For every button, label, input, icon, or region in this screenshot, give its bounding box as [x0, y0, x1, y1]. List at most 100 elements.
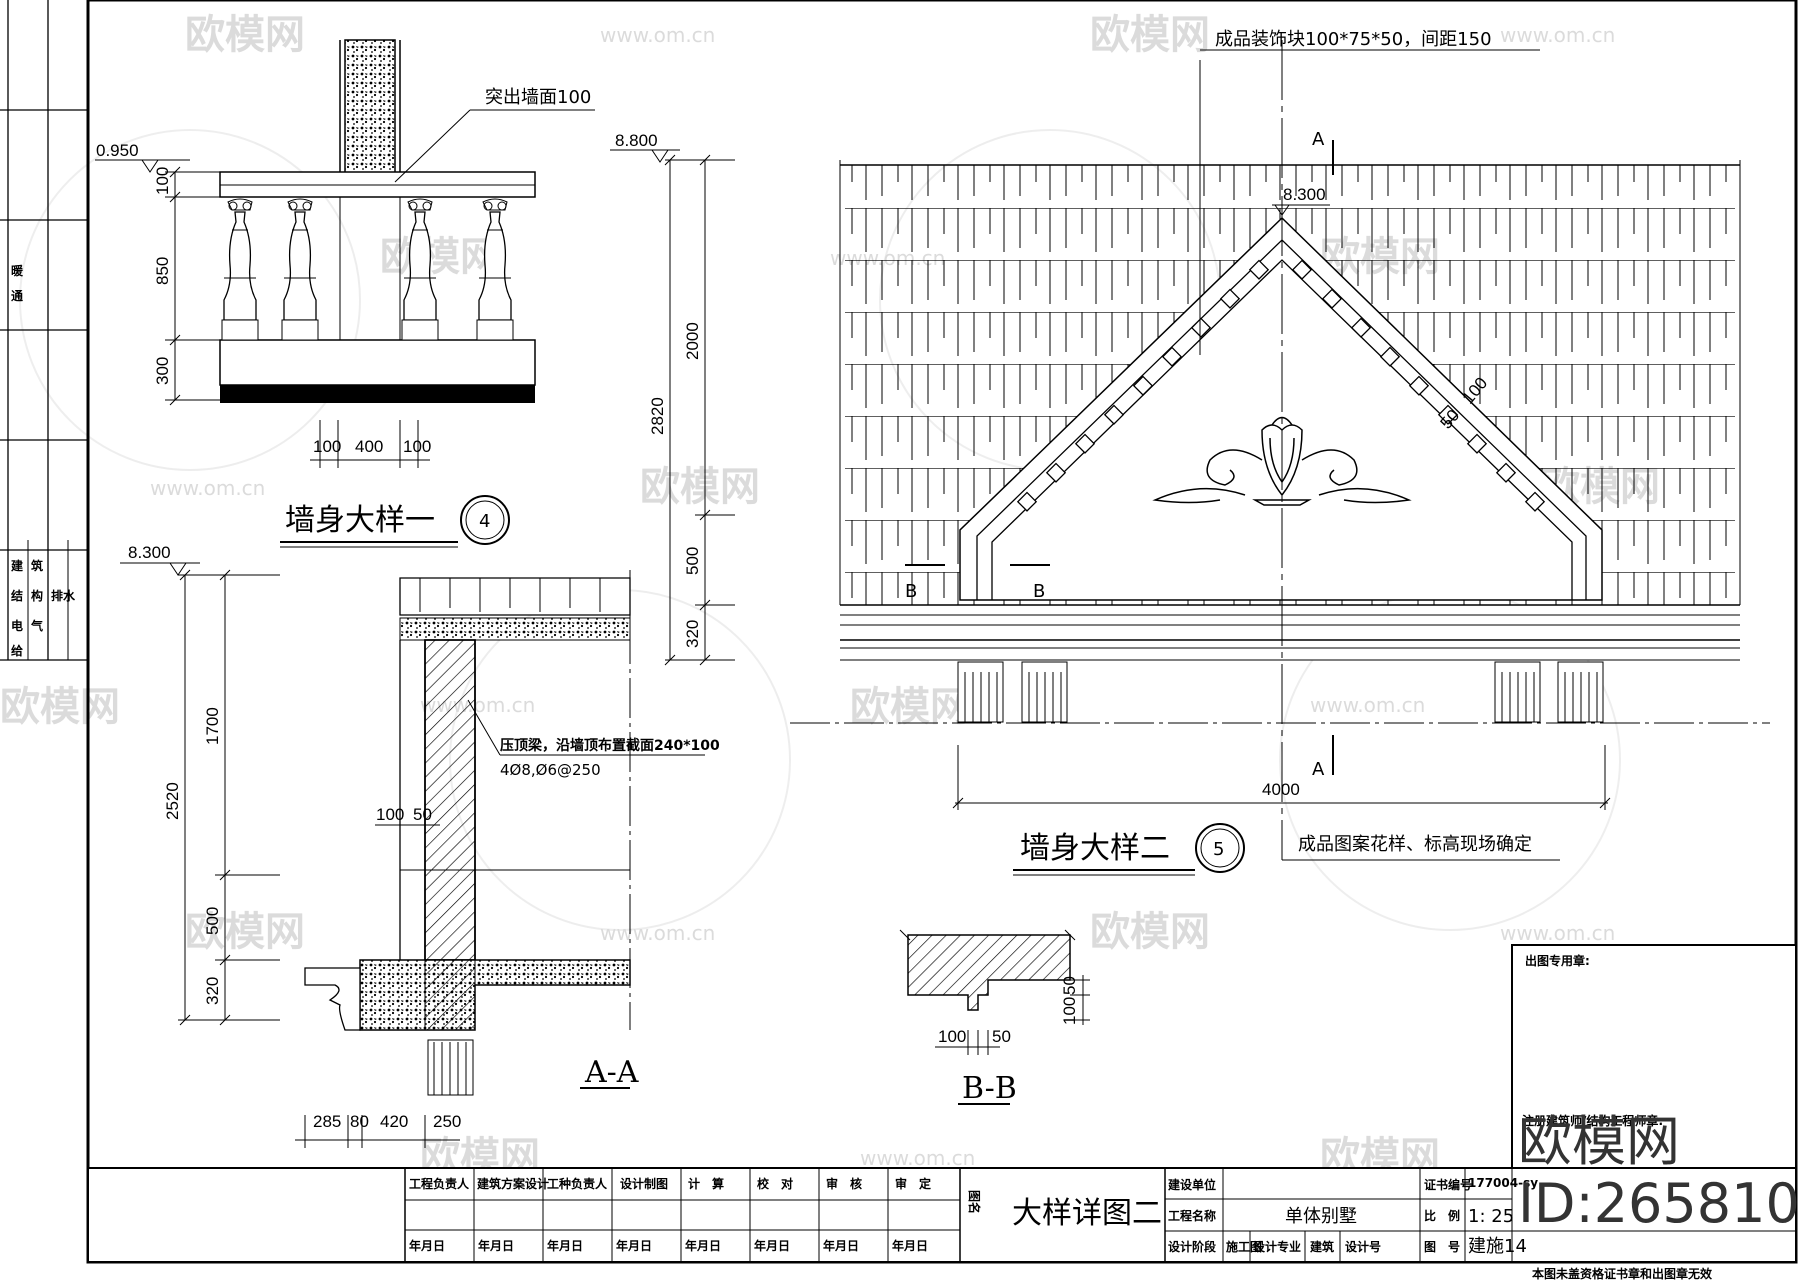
date-label: 年月日 — [478, 1238, 514, 1253]
scale-label: 比 例 — [1424, 1208, 1460, 1223]
dim-label: 850 — [153, 257, 172, 285]
dim-label: 50 — [1060, 976, 1079, 995]
section-aa: 压顶梁，沿墙顶布置截面240*100 4Ø8,Ø6@250 100 50 170… — [120, 543, 720, 1148]
left-strip: 建 结 电 给 筑 构 气 排水 暖 通 — [10, 263, 76, 658]
watermark-brand: 欧模网 — [185, 909, 305, 955]
watermark-url: www.om.cn — [1500, 23, 1615, 47]
detail-1-balustrade: 100 850 300 0.950 突出墙面100 100 400 100 墙身… — [95, 39, 595, 548]
elevation-label: 0.950 — [96, 141, 139, 160]
role-label: 审 定 — [895, 1176, 931, 1191]
elevation-label: 8.300 — [128, 543, 171, 562]
dim-label: 100 — [403, 437, 431, 456]
detail-2-title: 墙身大样二 — [1020, 831, 1170, 866]
watermark-url: www.om.cn — [150, 476, 265, 500]
role-label: 工种负责人 — [547, 1176, 608, 1191]
decorative-blocks — [1016, 259, 1546, 512]
section-cut-label: B — [905, 581, 917, 602]
dim-label: 2520 — [163, 782, 182, 820]
detail-2-index: 5 — [1213, 839, 1224, 860]
watermark-brand: 欧模网 — [380, 234, 500, 280]
date-label: 年月日 — [409, 1238, 445, 1253]
detail-1-title: 墙身大样一 — [285, 503, 435, 538]
note-label: 成品图案花样、标高现场确定 — [1298, 834, 1532, 855]
strip-label: 气 — [30, 618, 43, 633]
date-label: 年月日 — [754, 1238, 790, 1253]
dim-label: 100 — [376, 805, 404, 824]
strip-label: 暖 — [11, 263, 24, 278]
watermark-url: www.om.cn — [600, 23, 715, 47]
watermark-url: www.om.cn — [1500, 921, 1615, 945]
dim-label: 4000 — [1262, 780, 1300, 799]
section-cut-label: B — [1033, 581, 1045, 602]
project-label: 工程名称 — [1168, 1208, 1216, 1223]
dim-label: 80 — [350, 1112, 369, 1131]
strip-label: 筑 — [31, 558, 43, 573]
note-label: 压顶梁，沿墙顶布置截面240*100 — [500, 737, 720, 754]
role-label: 设计制图 — [620, 1176, 668, 1191]
watermark-brand: 欧模网 — [185, 12, 305, 58]
watermark-url: www.om.cn — [1310, 693, 1425, 717]
discipline-label: 设计专业 — [1253, 1239, 1301, 1254]
watermark-brand: 欧模网 — [1090, 909, 1210, 955]
date-label: 年月日 — [685, 1238, 721, 1253]
section-cut-label: A — [1312, 129, 1325, 150]
watermark-brand: 欧模网 — [0, 684, 120, 730]
dim-label: 300 — [153, 357, 172, 385]
section-bb: 50 100 100 50 B-B — [899, 929, 1090, 1106]
strip-label: 通 — [11, 288, 23, 303]
dim-label: 100 — [153, 167, 172, 195]
dim-label: 2000 — [683, 322, 702, 360]
detail-2-gable: A A B B 8.300 成品装饰块100*75*50，间距150 50 10… — [790, 29, 1770, 876]
scale-value: 1: 25 — [1468, 1206, 1514, 1227]
section-aa-label: A-A — [584, 1055, 639, 1090]
role-label: 校 对 — [757, 1176, 793, 1191]
watermark-brand: 欧模网 — [1090, 12, 1210, 58]
section-bb-label: B-B — [962, 1071, 1017, 1106]
note-label: 成品装饰块100*75*50，间距150 — [1215, 29, 1492, 50]
dim-label: 320 — [203, 977, 222, 1005]
detail-1-index: 4 — [479, 511, 490, 532]
note-label: 突出墙面100 — [485, 87, 591, 108]
footer-note: 本图未盖资格证书章和出图章无效 — [1532, 1266, 1713, 1281]
overlay-watermark: 欧模网 ID:2658100 — [1518, 1110, 1800, 1235]
role-label: 计 算 — [688, 1176, 724, 1191]
elevation-label: 8.800 — [615, 131, 658, 150]
dim-label: 100 — [313, 437, 341, 456]
sheet-no: 建施14 — [1468, 1236, 1527, 1257]
date-label: 年月日 — [823, 1238, 859, 1253]
watermark-brand: 欧模网 — [640, 464, 760, 510]
drawing-name-label: 图名 — [967, 1190, 982, 1214]
stamp-area: 出图专用章: 注册建筑师/结构工程师章: — [1511, 944, 1797, 1169]
design-no-label: 设计号 — [1345, 1239, 1381, 1254]
overlay-logo: 欧模网 — [1518, 1110, 1680, 1173]
dim-label: 285 — [313, 1112, 341, 1131]
stage-label: 设计阶段 — [1168, 1239, 1217, 1254]
stage-value: 施工图 — [1226, 1239, 1262, 1254]
dim-label: 250 — [433, 1112, 461, 1131]
role-label: 工程负责人 — [409, 1176, 470, 1191]
strip-label: 结 — [11, 588, 23, 603]
dim-label: 100 — [1060, 997, 1079, 1025]
cert-no: 177004-sy — [1468, 1176, 1538, 1190]
date-label: 年月日 — [616, 1238, 652, 1253]
strip-label: 排水 — [51, 588, 76, 603]
role-label: 审 核 — [826, 1176, 862, 1191]
project-name: 单体别墅 — [1285, 1206, 1357, 1227]
dim-label: 400 — [355, 437, 383, 456]
dim-label: 100 — [938, 1027, 966, 1046]
strip-label: 给 — [11, 643, 23, 658]
mid-dimension-chain: 8.800 2000 2820 500 320 — [610, 131, 735, 666]
engineer-stamp-label: 注册建筑师/结构工程师章: — [1522, 1113, 1663, 1128]
dim-label: 1700 — [203, 707, 222, 745]
discipline-value: 建筑 — [1309, 1239, 1334, 1254]
dim-label: 50 — [992, 1027, 1011, 1046]
dim-label: 2820 — [648, 397, 667, 435]
watermark-url: www.om.cn — [600, 921, 715, 945]
date-label: 年月日 — [547, 1238, 583, 1253]
date-label: 年月日 — [892, 1238, 928, 1253]
strip-label: 电 — [11, 618, 23, 633]
title-block: 工程负责人 建筑方案设计 工种负责人 设计制图 计 算 校 对 审 核 审 定 … — [87, 1167, 1797, 1281]
strip-label: 构 — [31, 588, 43, 603]
dim-label: 500 — [683, 547, 702, 575]
